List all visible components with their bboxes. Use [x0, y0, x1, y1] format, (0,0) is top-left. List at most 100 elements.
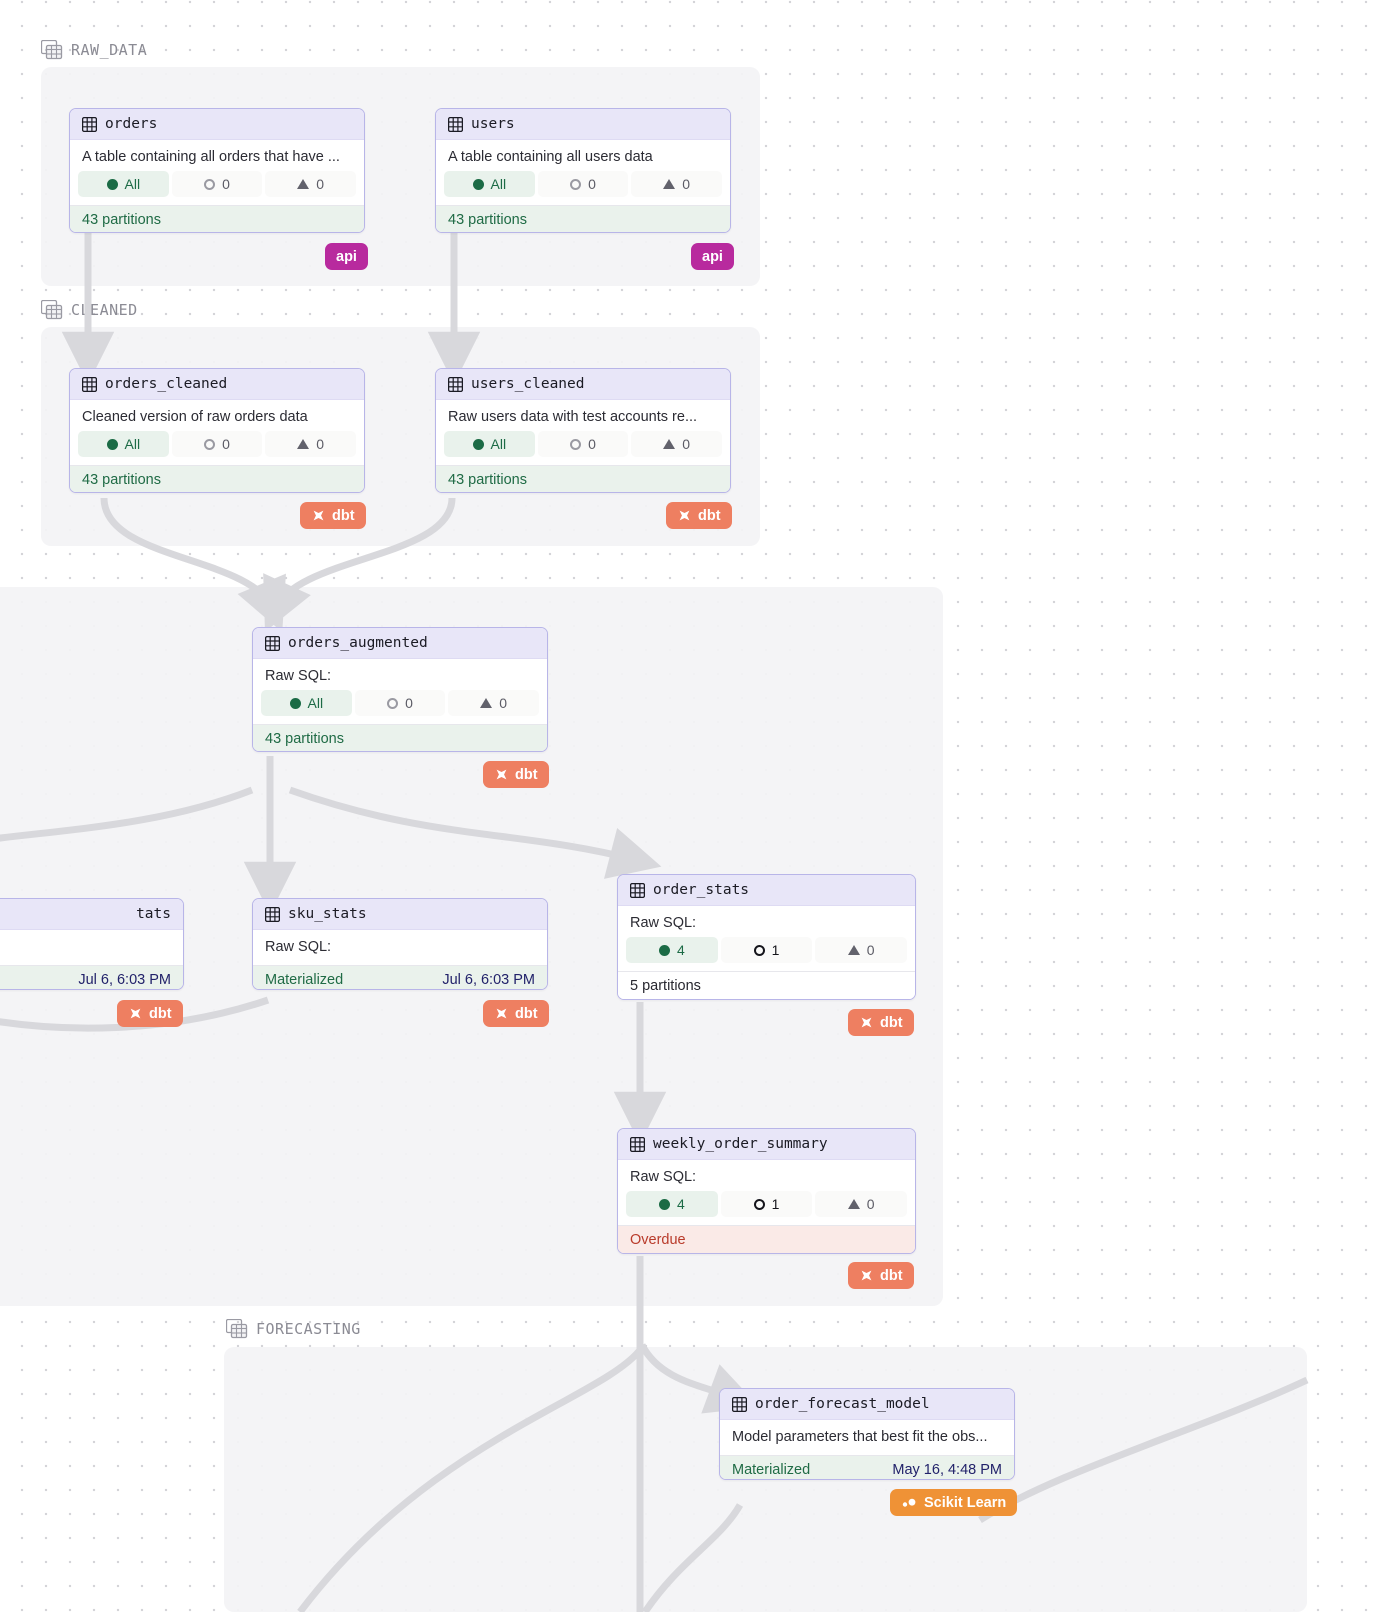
badge-dbt-weekly-order-summary[interactable]: dbt: [848, 1262, 914, 1289]
dbt-logo-icon: [311, 508, 326, 523]
status-row: 4 1 0: [618, 933, 915, 971]
status-in-progress[interactable]: 0: [537, 171, 629, 197]
status-failed[interactable]: 0: [815, 1191, 908, 1217]
table-stack-icon: [40, 39, 63, 60]
node-footer[interactable]: 43 partitions: [70, 465, 364, 492]
node-description: Raw SQL:: [630, 1169, 697, 1185]
status-failed-count: 0: [316, 176, 325, 192]
table-icon: [264, 906, 281, 922]
badge-api-users[interactable]: api: [691, 243, 734, 270]
status-in-progress[interactable]: 0: [354, 690, 446, 716]
badge-label: dbt: [149, 1005, 172, 1022]
scikit-learn-logo-icon: [901, 1497, 918, 1508]
node-description: Model parameters that best fit the obs..…: [732, 1429, 988, 1445]
node-header: orders_cleaned: [70, 369, 364, 400]
status-failed-count: 0: [682, 436, 691, 452]
table-icon: [264, 635, 281, 651]
status-in-progress-count: 1: [771, 942, 780, 958]
status-success[interactable]: All: [444, 171, 535, 197]
node-footer[interactable]: 5 partitions: [618, 971, 915, 999]
table-stack-icon: [40, 299, 63, 320]
node-footer[interactable]: 43 partitions: [253, 724, 547, 751]
success-dot-icon: [472, 178, 484, 190]
asset-node-orders[interactable]: orders A table containing all orders tha…: [69, 108, 365, 233]
status-in-progress-count: 0: [405, 695, 413, 711]
asset-node-users-cleaned[interactable]: users_cleaned Raw users data with test a…: [435, 368, 731, 493]
badge-dbt-orders-augmented[interactable]: dbt: [483, 761, 549, 788]
status-failed[interactable]: 0: [265, 431, 357, 457]
success-dot-icon: [472, 438, 484, 450]
node-body: Raw SQL:: [618, 1160, 915, 1187]
overdue-status: Overdue: [630, 1232, 686, 1248]
badge-dbt-partial-stats[interactable]: dbt: [117, 1000, 183, 1027]
status-success[interactable]: All: [78, 431, 169, 457]
asset-node-weekly-order-summary[interactable]: weekly_order_summary Raw SQL: 4 1 0 Over…: [617, 1128, 916, 1254]
dbt-logo-icon: [677, 508, 692, 523]
node-header: weekly_order_summary: [618, 1129, 915, 1160]
node-footer[interactable]: Materialized May 16, 4:48 PM: [720, 1455, 1014, 1479]
status-failed[interactable]: 0: [265, 171, 357, 197]
badge-label: dbt: [515, 1005, 538, 1022]
status-success[interactable]: All: [444, 431, 535, 457]
status-in-progress-count: 0: [222, 436, 230, 452]
partition-count: 43 partitions: [82, 212, 161, 228]
asset-node-users[interactable]: users A table containing all users data …: [435, 108, 731, 233]
asset-node-orders-cleaned[interactable]: orders_cleaned Cleaned version of raw or…: [69, 368, 365, 493]
node-footer[interactable]: 43 partitions: [436, 205, 730, 232]
warning-triangle-icon: [297, 439, 310, 449]
badge-dbt-orders-cleaned[interactable]: dbt: [300, 502, 366, 529]
asset-node-order-forecast-model[interactable]: order_forecast_model Model parameters th…: [719, 1388, 1015, 1480]
success-dot-icon: [106, 438, 118, 450]
status-failed[interactable]: 0: [631, 171, 723, 197]
status-success[interactable]: 4: [626, 1191, 718, 1217]
node-footer[interactable]: 43 partitions: [70, 205, 364, 232]
node-header: orders_augmented: [253, 628, 547, 659]
asset-node-orders-augmented[interactable]: orders_augmented Raw SQL: All 0 0 43 par…: [252, 627, 548, 752]
badge-scikit-learn[interactable]: Scikit Learn: [890, 1489, 1018, 1516]
node-footer[interactable]: Overdue: [618, 1225, 915, 1253]
node-description: Raw users data with test accounts re...: [448, 409, 698, 425]
status-in-progress-count: 1: [771, 1196, 780, 1212]
badge-label: Scikit Learn: [924, 1494, 1007, 1511]
status-failed[interactable]: 0: [448, 690, 540, 716]
status-in-progress[interactable]: 0: [171, 171, 263, 197]
status-in-progress[interactable]: 0: [537, 431, 629, 457]
asset-node-partial-stats[interactable]: tats Jul 6, 6:03 PM: [0, 898, 184, 990]
status-row: All 0 0: [70, 167, 364, 205]
status-failed[interactable]: 0: [815, 937, 908, 963]
group-label-cleaned: CLEANED: [40, 299, 138, 320]
node-footer[interactable]: Materialized Jul 6, 6:03 PM: [253, 965, 547, 989]
status-success-label: All: [124, 436, 141, 452]
node-header: tats: [0, 899, 183, 930]
badge-api-orders[interactable]: api: [325, 243, 368, 270]
badge-dbt-order-stats[interactable]: dbt: [848, 1009, 914, 1036]
badge-label: dbt: [332, 507, 355, 524]
node-title: orders_cleaned: [105, 376, 228, 392]
node-footer[interactable]: Jul 6, 6:03 PM: [0, 965, 183, 989]
partition-count: 43 partitions: [82, 472, 161, 488]
partition-count: 43 partitions: [265, 731, 344, 747]
node-footer[interactable]: 43 partitions: [436, 465, 730, 492]
status-success[interactable]: 4: [626, 937, 718, 963]
badge-dbt-users-cleaned[interactable]: dbt: [666, 502, 732, 529]
dbt-logo-icon: [859, 1015, 874, 1030]
footer-timestamp: May 16, 4:48 PM: [892, 1462, 1002, 1478]
status-in-progress[interactable]: 1: [720, 937, 813, 963]
status-success[interactable]: All: [261, 690, 352, 716]
status-success[interactable]: All: [78, 171, 169, 197]
group-label-forecasting: FORECASTING: [225, 1318, 361, 1339]
badge-dbt-sku-stats[interactable]: dbt: [483, 1000, 549, 1027]
status-in-progress[interactable]: 0: [171, 431, 263, 457]
dbt-logo-icon: [859, 1268, 874, 1283]
status-in-progress[interactable]: 1: [720, 1191, 813, 1217]
asset-node-order-stats[interactable]: order_stats Raw SQL: 4 1 0 5 partitions: [617, 874, 916, 1000]
status-failed[interactable]: 0: [631, 431, 723, 457]
dbt-logo-icon: [494, 1006, 509, 1021]
ring-icon: [753, 1198, 765, 1210]
node-description: A table containing all orders that have …: [82, 149, 340, 165]
asset-node-sku-stats[interactable]: sku_stats Raw SQL: Materialized Jul 6, 6…: [252, 898, 548, 990]
node-body: Raw SQL:: [253, 659, 547, 686]
node-description: Raw SQL:: [630, 915, 697, 931]
ring-icon: [570, 178, 582, 190]
